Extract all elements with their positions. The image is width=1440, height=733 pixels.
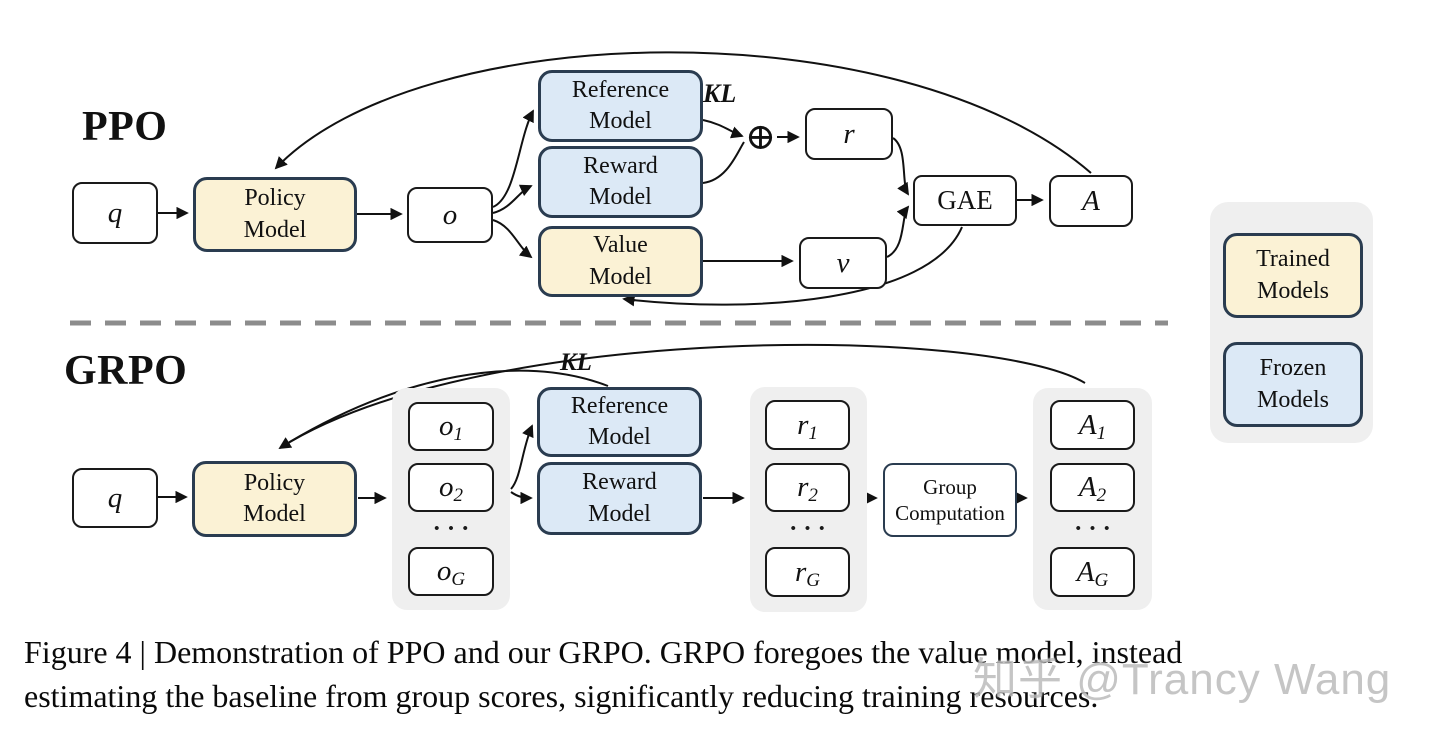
arrow-outputs-to-reference: [510, 424, 534, 490]
grpo-reward-g-box: rG: [765, 547, 850, 597]
arrow-reward-to-oplus: [702, 141, 745, 184]
variable: AG: [1076, 555, 1109, 591]
ppo-value-model-label: Value Model: [589, 232, 652, 290]
grpo-advantage-1-box: A1: [1050, 400, 1135, 450]
grpo-title: GRPO: [64, 348, 188, 394]
ppo-q-label: q: [107, 196, 123, 229]
legend-trained-models-label: Trained Models: [1256, 246, 1330, 304]
variable: oG: [436, 555, 466, 590]
var-base: A: [1078, 408, 1097, 441]
var-sub: 1: [453, 424, 464, 445]
grpo-group-computation-label: Group Computation: [895, 474, 1005, 525]
variable: r2: [797, 471, 818, 506]
var-base: A: [1078, 471, 1097, 503]
ppo-advantage-box: A: [1049, 175, 1133, 227]
var-base: r: [797, 471, 809, 503]
grpo-q-label: q: [107, 481, 123, 514]
var-base: A: [1076, 555, 1095, 588]
var-sub: G: [806, 569, 821, 591]
ppo-gae-label: GAE: [937, 185, 993, 215]
oplus-icon: ⊕: [745, 117, 777, 158]
grpo-advantages-ellipsis: •••: [1075, 520, 1119, 537]
grpo-advantage-2-box: A2: [1050, 463, 1135, 512]
arrow-outputs-to-reward: [510, 491, 533, 505]
ppo-reward-model-box: Reward Model: [538, 146, 703, 218]
ppo-q-box: q: [72, 182, 158, 244]
arrow-reference-to-oplus: [702, 119, 744, 139]
caption-line-1: Figure 4 | Demonstration of PPO and our …: [24, 634, 1183, 670]
ppo-v-label: v: [836, 246, 850, 279]
ppo-r-label: r: [843, 117, 855, 150]
variable: A1: [1078, 408, 1107, 444]
ppo-reward-model-label: Reward Model: [583, 152, 658, 210]
ppo-o-box: o: [407, 187, 493, 243]
variable: A2: [1078, 471, 1107, 506]
grpo-rewards-ellipsis: •••: [790, 520, 834, 537]
ppo-kl-label: KL: [703, 79, 737, 108]
var-sub: 1: [1096, 422, 1107, 444]
legend-frozen-models-box: Frozen Models: [1223, 342, 1363, 427]
grpo-reward-model-label: Reward Model: [582, 469, 657, 527]
arrow-v-to-gae: [886, 205, 910, 258]
grpo-reward-model-box: Reward Model: [537, 462, 702, 535]
ppo-r-box: r: [805, 108, 893, 160]
var-sub: 1: [808, 422, 818, 444]
ppo-title: PPO: [82, 104, 168, 150]
caption-line-2: estimating the baseline from group score…: [24, 678, 1099, 714]
var-base: r: [794, 555, 807, 588]
var-base: o: [439, 471, 454, 503]
ppo-advantage-label: A: [1082, 184, 1100, 217]
var-sub: G: [1094, 569, 1109, 591]
ppo-gae-box: GAE: [913, 175, 1017, 226]
arrow-o-to-reference: [492, 109, 534, 208]
arrow-o-to-reward: [492, 184, 533, 214]
grpo-reward-1-box: r1: [765, 400, 850, 450]
watermark: 知乎 @Trancy Wang: [973, 655, 1392, 704]
ppo-reference-model-label: Reference Model: [571, 76, 670, 134]
arrow-r-to-gae: [892, 137, 909, 196]
var-sub: G: [451, 569, 466, 590]
var-sub: 2: [1096, 485, 1107, 506]
var-base: r: [797, 408, 809, 441]
arrow-o-to-value: [492, 219, 533, 259]
grpo-policy-model-label: Policy Model: [243, 469, 306, 527]
grpo-output-2-box: o2: [408, 463, 494, 512]
variable: r1: [797, 408, 818, 444]
var-base: o: [439, 410, 454, 442]
grpo-reference-model-box: Reference Model: [537, 387, 702, 457]
grpo-reference-model-label: Reference Model: [570, 392, 669, 450]
var-sub: 2: [453, 485, 464, 506]
ppo-policy-model-box: Policy Model: [193, 177, 357, 252]
ppo-value-model-box: Value Model: [538, 226, 703, 297]
grpo-group-computation-box: Group Computation: [883, 463, 1017, 537]
grpo-advantage-g-box: AG: [1050, 547, 1135, 597]
ppo-o-label: o: [442, 198, 458, 231]
legend-frozen-models-label: Frozen Models: [1257, 355, 1329, 413]
grpo-output-g-box: oG: [408, 547, 494, 596]
grpo-outputs-ellipsis: •••: [434, 520, 477, 537]
var-base: o: [436, 555, 452, 587]
variable: rG: [794, 555, 821, 591]
grpo-kl-label: KL: [560, 349, 592, 376]
ppo-policy-model-label: Policy Model: [243, 185, 307, 243]
grpo-reward-2-box: r2: [765, 463, 850, 512]
arrow-a-to-policy-arc: [274, 51, 1092, 174]
variable: o2: [439, 471, 464, 506]
ppo-reference-model-box: Reference Model: [538, 70, 703, 142]
grpo-policy-model-box: Policy Model: [192, 461, 357, 537]
arrow-kl-reference-to-policy: [287, 369, 609, 444]
legend-trained-models-box: Trained Models: [1223, 233, 1363, 318]
arrow-advantages-to-policy-arc: [278, 343, 1086, 449]
grpo-q-box: q: [72, 468, 158, 528]
var-sub: 2: [808, 485, 818, 506]
grpo-output-1-box: o1: [408, 402, 494, 451]
variable: o1: [439, 410, 464, 445]
arrow-gae-to-value-arc: [622, 226, 963, 307]
ppo-v-box: v: [799, 237, 887, 289]
figure-caption: Figure 4 | Demonstration of PPO and our …: [24, 630, 1434, 718]
